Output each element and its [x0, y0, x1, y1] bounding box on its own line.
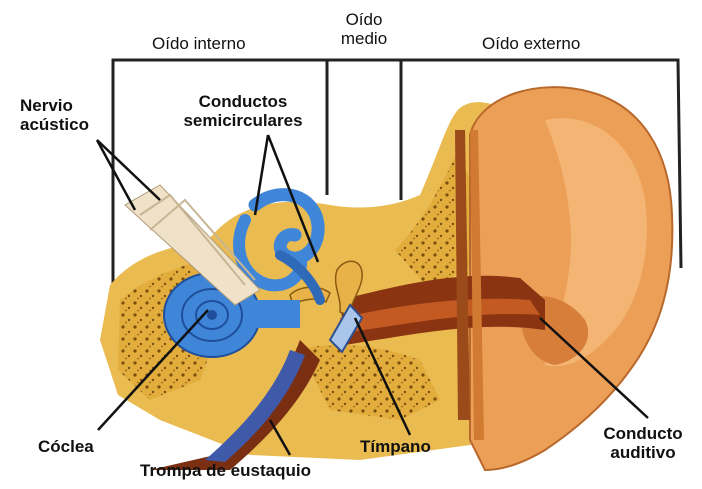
label-conductos-line2: semicirculares — [163, 111, 323, 130]
label-conducto-auditivo: Conducto auditivo — [593, 424, 693, 462]
label-oido-medio: Oído medio — [326, 10, 402, 48]
label-coclea: Cóclea — [38, 437, 94, 456]
label-nervio-line1: Nervio — [20, 96, 89, 115]
label-nervio-line2: acústico — [20, 115, 89, 134]
label-trompa-de-eustaquio: Trompa de eustaquio — [140, 461, 311, 480]
label-oido-externo: Oído externo — [482, 34, 580, 53]
label-oido-medio-line1: Oído — [326, 10, 402, 29]
label-nervio-acustico: Nervio acústico — [20, 96, 89, 134]
label-timpano: Tímpano — [360, 437, 431, 456]
label-conducto-line2: auditivo — [593, 443, 693, 462]
label-oido-medio-line2: medio — [326, 29, 402, 48]
label-conductos-line1: Conductos — [163, 92, 323, 111]
label-conductos-semicirculares: Conductos semicirculares — [163, 92, 323, 130]
label-oido-interno: Oído interno — [152, 34, 246, 53]
label-conducto-line1: Conducto — [593, 424, 693, 443]
